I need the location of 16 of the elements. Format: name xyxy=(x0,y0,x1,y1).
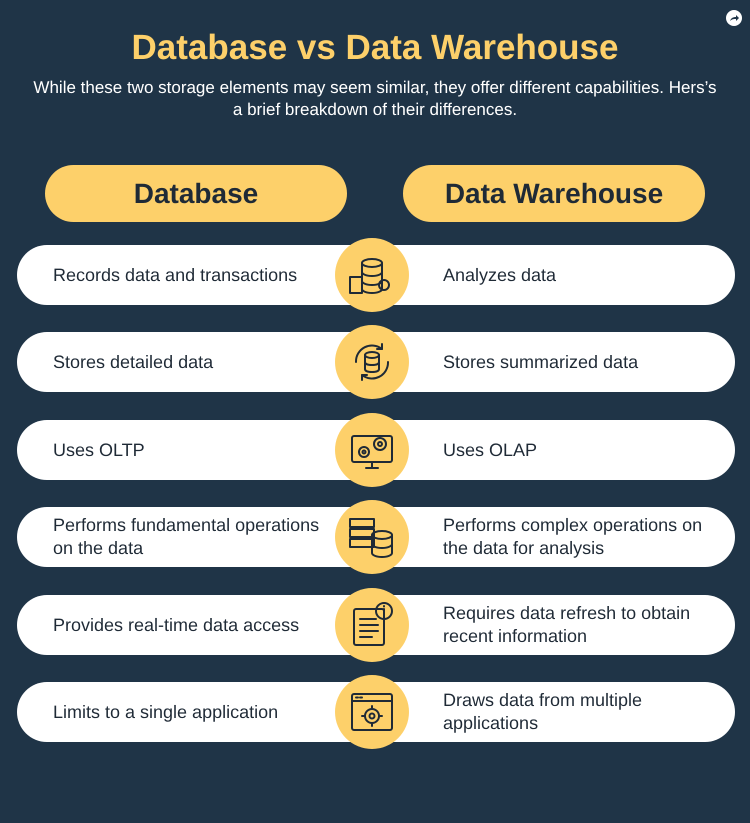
row-text: Records data and transactions xyxy=(53,264,298,286)
row-text: Uses OLTP xyxy=(53,438,146,462)
row-text: Requires data refresh to obtain recent information xyxy=(443,602,692,648)
row-text: Performs fundamental operations on the data xyxy=(53,514,320,560)
column-header: Data Warehouse xyxy=(403,165,705,222)
row-text: Provides real-time data access xyxy=(53,614,300,636)
row-text: Limits to a single application xyxy=(53,700,280,724)
row-text: Analyzes data xyxy=(443,264,558,287)
row-text: Stores detailed data xyxy=(53,350,214,374)
row-text: Uses OLAP xyxy=(443,438,538,462)
row-text: Performs complex operations on the data for analysis xyxy=(443,514,704,560)
row-text: Draws data from multiple applications xyxy=(443,689,644,735)
column-header: Database xyxy=(45,165,347,222)
title: Database vs Data Warehouse xyxy=(130,28,620,68)
row-text: Stores summarized data xyxy=(443,350,640,374)
subtitle: While these two storage elements may seem similar, they offer different capabilities. Hers’s a brief breakdown of their differences. xyxy=(32,77,718,121)
